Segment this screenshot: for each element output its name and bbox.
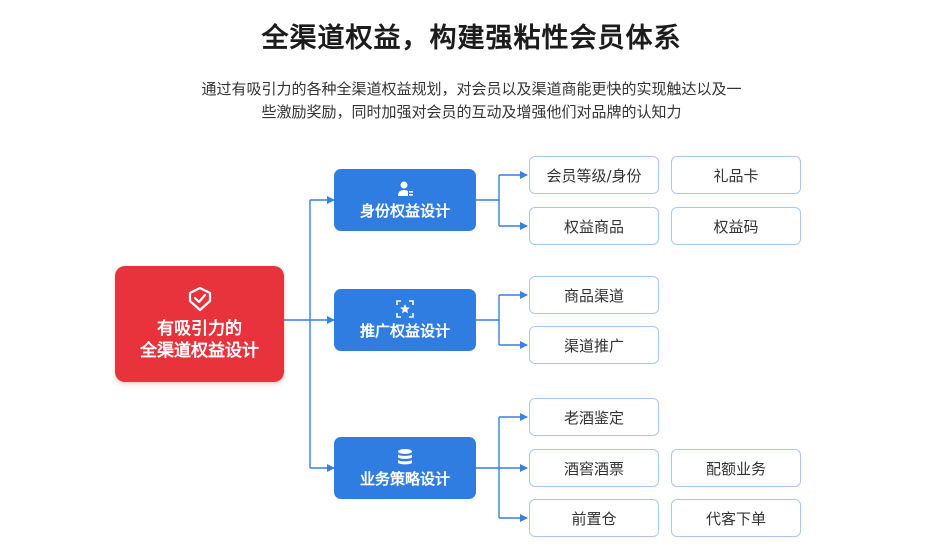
medal-icon <box>188 286 211 312</box>
star-frame-icon <box>396 299 414 318</box>
category-promotion: 推广权益设计 <box>334 289 476 351</box>
category-business: 业务策略设计 <box>334 437 476 499</box>
user-id-icon <box>398 181 413 196</box>
category-identity: 身份权益设计 <box>334 169 476 231</box>
category-label: 身份权益设计 <box>359 201 450 220</box>
leaf-channel-promotion: 渠道推广 <box>529 326 659 364</box>
leaf-wine-appraisal: 老酒鉴定 <box>529 398 659 436</box>
leaf-goods-channel: 商品渠道 <box>529 276 659 314</box>
leaf-quota-business: 配额业务 <box>671 449 801 487</box>
root-label-line-1: 有吸引力的 <box>157 319 242 339</box>
database-icon <box>398 448 412 464</box>
leaf-proxy-order: 代客下单 <box>671 499 801 537</box>
description-line-2: 些激励奖励，同时加强对会员的互动及增强他们对品牌的认知力 <box>261 103 682 121</box>
leaf-benefit-code: 权益码 <box>671 207 801 245</box>
category-label: 推广权益设计 <box>359 321 450 340</box>
root-node: 有吸引力的 全渠道权益设计 <box>115 266 284 382</box>
leaf-gift-card: 礼品卡 <box>671 156 801 194</box>
page-title: 全渠道权益，构建强粘性会员体系 <box>261 23 682 54</box>
leaf-member-level: 会员等级/身份 <box>529 156 659 194</box>
leaf-front-warehouse: 前置仓 <box>529 499 659 537</box>
leaf-benefit-goods: 权益商品 <box>529 207 659 245</box>
category-label: 业务策略设计 <box>359 469 450 488</box>
page-description: 通过有吸引力的各种全渠道权益规划，对会员以及渠道商能更快的实现触达以及一 些激励… <box>150 78 793 124</box>
leaf-cellar-ticket: 酒窖酒票 <box>529 449 659 487</box>
root-label-line-2: 全渠道权益设计 <box>140 341 259 361</box>
description-line-1: 通过有吸引力的各种全渠道权益规划，对会员以及渠道商能更快的实现触达以及一 <box>201 80 742 98</box>
